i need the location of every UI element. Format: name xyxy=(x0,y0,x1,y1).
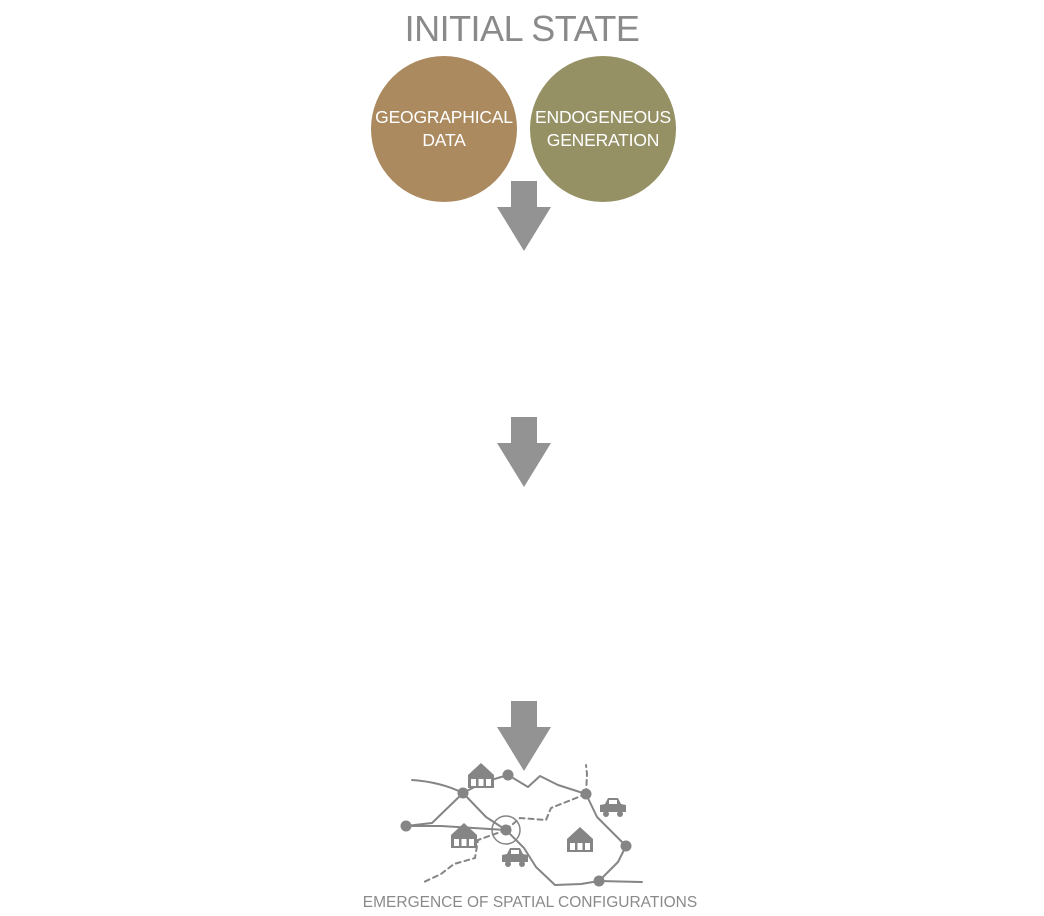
network-node xyxy=(457,787,469,799)
geographical-data-label: GEOGRAPHICAL DATA xyxy=(375,107,513,150)
spatial-network-illustration xyxy=(400,763,643,887)
house-icon xyxy=(567,827,593,852)
endogeneous-generation-circle: ENDOGENEOUS GENERATION xyxy=(530,56,676,202)
geographical-data-circle: GEOGRAPHICAL DATA xyxy=(371,56,517,202)
network-node xyxy=(500,824,512,836)
network-node xyxy=(620,840,632,852)
arrow-down-icon xyxy=(497,181,551,251)
road-line xyxy=(405,825,507,831)
highlight-ring xyxy=(491,815,521,845)
endogeneous-generation-label: ENDOGENEOUS GENERATION xyxy=(535,107,671,150)
house-icon xyxy=(451,823,477,848)
road-line xyxy=(598,845,627,882)
arrow-down-icon xyxy=(497,701,551,771)
road-line xyxy=(462,792,507,831)
network-node xyxy=(593,875,605,887)
car-icon xyxy=(502,848,528,867)
dashed-path xyxy=(505,793,587,831)
network-node xyxy=(400,820,412,832)
road-line xyxy=(585,793,627,847)
diagram-caption: EMERGENCE OF SPATIAL CONFIGURATIONS xyxy=(362,894,698,911)
house-icon xyxy=(468,763,494,788)
arrow-down-icon xyxy=(497,417,551,487)
dashed-path xyxy=(423,829,507,883)
road-line xyxy=(405,792,464,827)
car-icon xyxy=(600,798,626,817)
network-node xyxy=(502,769,514,781)
dashed-path xyxy=(585,764,589,795)
road-line xyxy=(411,779,464,794)
diagram-title: INITIAL STATE xyxy=(404,8,640,49)
network-node xyxy=(580,788,592,800)
